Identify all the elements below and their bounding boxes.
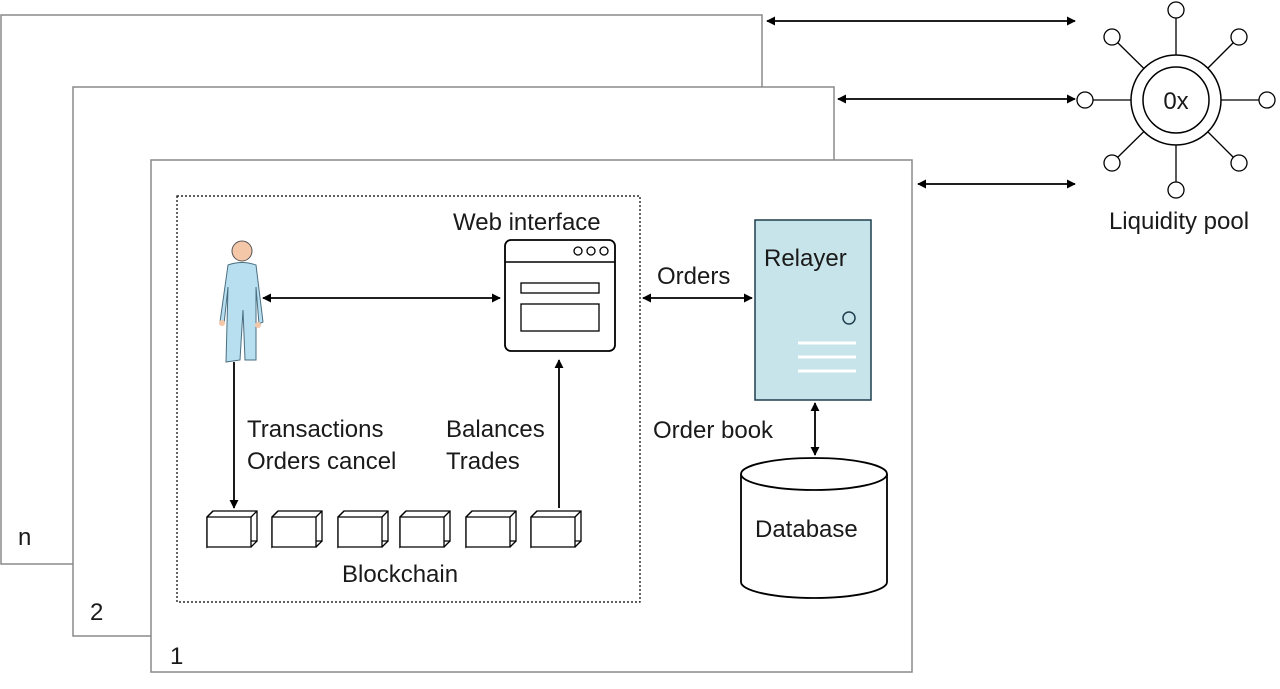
browser-window-icon	[504, 239, 616, 352]
frame-label-n: n	[18, 524, 31, 551]
block-2	[271, 510, 323, 549]
user-icon	[219, 240, 264, 363]
blockchain-label: Blockchain	[342, 561, 458, 588]
orders-label: Orders	[657, 263, 730, 290]
block-3	[337, 510, 389, 549]
transactions-label: Transactions	[247, 416, 384, 443]
database-label: Database	[755, 516, 858, 543]
web-interface-label: Web interface	[453, 209, 601, 236]
orders-cancel-label: Orders cancel	[247, 448, 396, 475]
relayer-label: Relayer	[764, 245, 847, 272]
block-4	[399, 510, 451, 549]
database-cylinder-icon	[740, 457, 888, 599]
liquidity-pool-label: Liquidity pool	[1109, 208, 1249, 235]
frame-label-1: 1	[170, 643, 183, 670]
server-icon	[754, 219, 872, 401]
block-1	[206, 510, 258, 549]
block-6	[530, 510, 582, 549]
network-hub-icon	[1076, 1, 1276, 199]
hub-label: 0x	[1163, 88, 1188, 115]
trades-label: Trades	[446, 448, 520, 475]
balances-label: Balances	[446, 416, 545, 443]
blockchain-blocks	[206, 510, 582, 549]
block-5	[465, 510, 517, 549]
order-book-label: Order book	[653, 417, 774, 444]
client-region	[176, 195, 641, 603]
frame-label-2: 2	[90, 599, 103, 626]
